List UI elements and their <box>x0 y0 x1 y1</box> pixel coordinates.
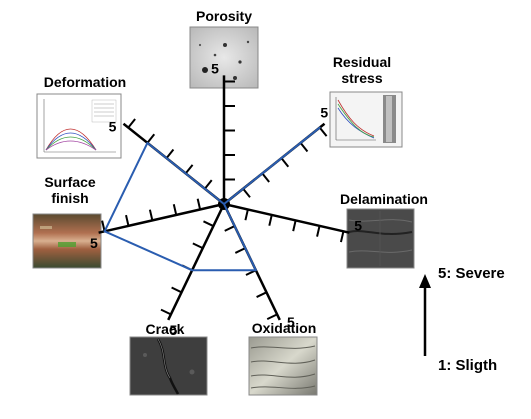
image-oxidation <box>248 336 318 396</box>
axis-tick <box>146 133 156 144</box>
axis-crack <box>160 203 226 321</box>
axis-label-delamination: Delamination <box>340 191 428 207</box>
axis-tick <box>160 308 172 316</box>
axis-tick <box>266 313 278 321</box>
axis-label-line: Delamination <box>340 191 428 207</box>
axis-tick <box>339 231 345 243</box>
axis-max-label: 5 <box>169 322 177 338</box>
axis-label-line: Oxidation <box>252 320 317 336</box>
axis-label-line: Surface <box>44 174 96 190</box>
axis-tick <box>242 188 251 198</box>
axis-max-label: 5 <box>90 235 98 251</box>
axis-label-line: Porosity <box>196 8 252 24</box>
axis-tick <box>316 225 321 237</box>
axis-tick <box>261 172 270 183</box>
axis-max-label: 5 <box>211 60 219 76</box>
axis-label-line: Residual <box>333 54 391 70</box>
axis-tick <box>244 209 249 221</box>
axis-max-label: 5 <box>354 217 362 233</box>
axis-tick <box>318 126 328 137</box>
axis-tick <box>172 203 178 216</box>
axis-tick <box>299 142 309 153</box>
axis-tick <box>165 148 175 159</box>
series-polygon-0 <box>103 126 321 272</box>
severity-scale: 5: Severe 1: Sligth <box>419 265 505 374</box>
axis-label-oxidation: Oxidation <box>252 320 317 336</box>
axis-tick <box>192 242 204 250</box>
axis-tick <box>292 220 297 232</box>
axis-label-line: Deformation <box>44 74 126 90</box>
axis-tick <box>127 118 136 129</box>
axis-tick <box>224 225 236 232</box>
axis-tick <box>234 247 246 254</box>
scale-top-label: 5: Severe <box>438 265 505 282</box>
scale-bottom-label: 1: Sligth <box>438 357 497 374</box>
axis-tick <box>256 291 267 298</box>
axis-tick <box>268 214 273 226</box>
axis-label-crack: Crack <box>146 321 185 337</box>
axis-tick <box>184 164 194 175</box>
axis-label-porosity: Porosity <box>196 8 252 24</box>
radar-series <box>103 126 321 272</box>
axis-line <box>98 202 225 234</box>
axis-label-line: Crack <box>146 321 185 337</box>
axis-label-line: stress <box>341 70 382 86</box>
axis-surface-finish <box>98 198 225 234</box>
axis-tick <box>171 286 182 294</box>
axis-line <box>167 203 226 321</box>
axis-tick <box>196 198 202 210</box>
axis-line <box>223 202 350 234</box>
image-delamination <box>346 208 415 269</box>
axis-label-deformation: Deformation <box>44 74 126 90</box>
axis-porosity <box>222 75 235 204</box>
axis-max-label: 5 <box>320 104 328 120</box>
axis-max-label: 5 <box>109 118 117 134</box>
axis-label-line: finish <box>51 190 88 206</box>
image-crack <box>129 336 208 396</box>
axis-tick <box>148 209 154 221</box>
radar-axes <box>98 75 350 321</box>
axis-tick <box>204 179 213 190</box>
image-surface-finish <box>32 213 102 269</box>
axis-max-label: 5 <box>287 314 295 330</box>
scale-arrow-head <box>419 274 431 288</box>
image-residual-stress <box>329 91 403 148</box>
axis-tick <box>280 157 290 168</box>
axis-tick <box>203 220 214 227</box>
image-deformation <box>36 93 122 159</box>
axis-tick <box>101 220 106 232</box>
axis-delamination <box>223 202 350 243</box>
axis-tick <box>125 214 130 227</box>
